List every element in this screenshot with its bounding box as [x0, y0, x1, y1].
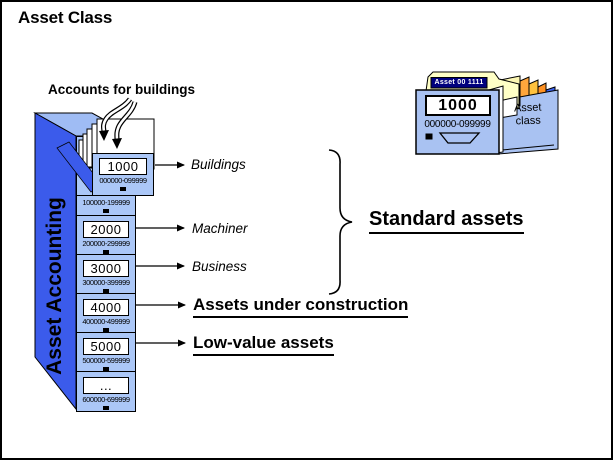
drawer-handle — [103, 209, 109, 213]
callout-curvy-arrows — [99, 97, 138, 149]
label-low-value-assets: Low-value assets — [193, 333, 334, 356]
drawer-arrows — [135, 161, 186, 347]
drawer-handle — [103, 367, 109, 371]
pulled-drawer-card: 1000 000000-099999 — [92, 153, 154, 196]
drawer-handle — [120, 187, 126, 191]
page-title: Asset Class — [18, 8, 113, 27]
drawer-handle — [103, 406, 109, 410]
drawer-row-2000: 2000 200000-299999 — [77, 215, 135, 254]
card-box-side-label: Asset class — [513, 101, 542, 128]
drawer-range: 600000-699999 — [82, 395, 130, 404]
label-assets-under-construction: Assets under construction — [193, 295, 409, 318]
label-buildings: Buildings — [191, 157, 246, 172]
curly-brace — [328, 149, 353, 295]
drawer-range: 300000-399999 — [82, 278, 130, 287]
cabinet-side-label: Asset Accounting — [43, 197, 66, 375]
drawer-code: 3000 — [83, 260, 129, 277]
drawer-row-5000: 5000 500000-599999 — [77, 332, 135, 371]
drawer-range: 500000-599999 — [82, 356, 130, 365]
drawer-range: 400000-499999 — [82, 317, 130, 326]
drawer-code: 2000 — [83, 221, 129, 238]
drawer-range: 100000-199999 — [82, 198, 130, 207]
drawer-handle — [103, 250, 109, 254]
folder-tab-label: Asset 00 1111 — [434, 79, 484, 86]
drawer-handle — [103, 289, 109, 293]
label-business: Business — [192, 259, 247, 274]
drawer-range: 200000-299999 — [82, 239, 130, 248]
drawer-row-3000: 3000 300000-399999 — [77, 254, 135, 293]
drawer-code: 1000 — [99, 158, 147, 175]
drawer-handle — [103, 328, 109, 332]
label-machinery: Machiner — [192, 221, 248, 236]
drawer-code: 5000 — [83, 338, 129, 355]
drawer-range: 000000-099999 — [99, 176, 147, 185]
card-box-code: 1000 — [425, 95, 491, 116]
card-box-range: 000000-099999 — [424, 119, 491, 130]
drawer-row-4000: 4000 400000-499999 — [77, 293, 135, 332]
label-standard-assets: Standard assets — [369, 208, 524, 234]
drawer-code: 4000 — [83, 299, 129, 316]
drawer-code: ... — [83, 377, 129, 394]
callout-accounts-for-buildings: Accounts for buildings — [48, 82, 195, 97]
drawer-row-more: ... 600000-699999 — [77, 371, 135, 411]
